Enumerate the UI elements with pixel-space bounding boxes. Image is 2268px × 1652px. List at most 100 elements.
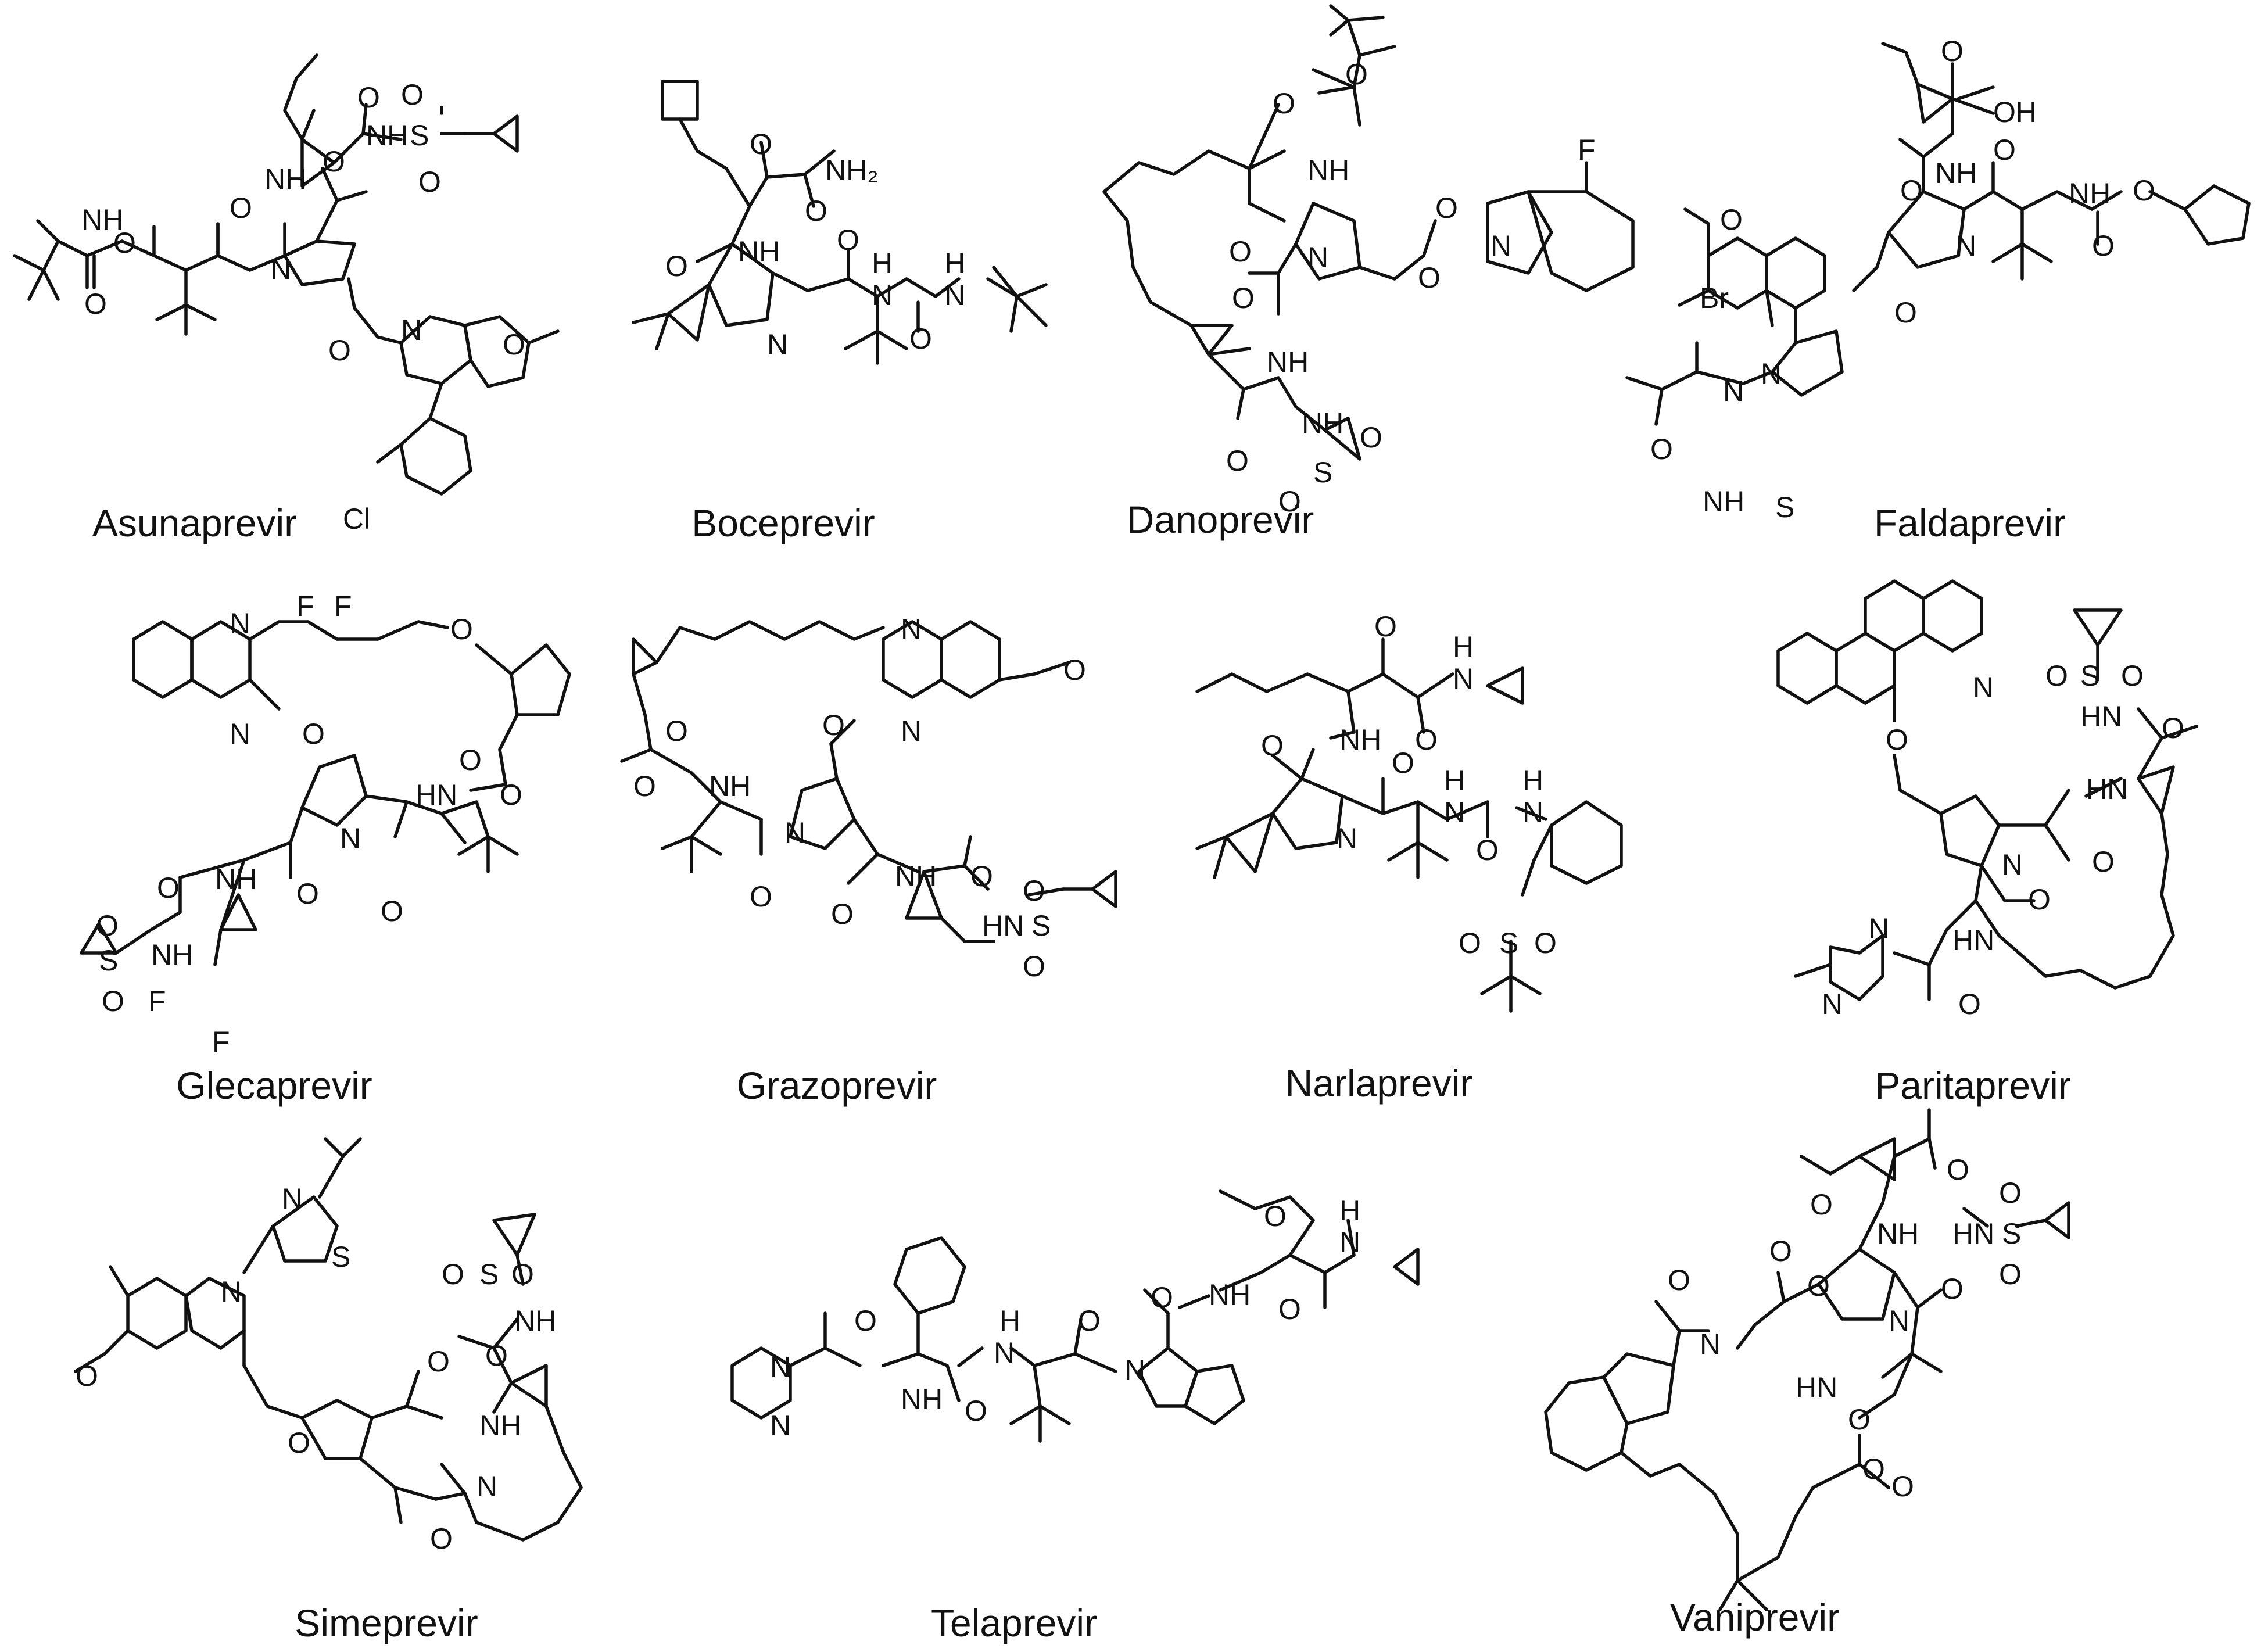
atom-label: O bbox=[1650, 433, 1673, 465]
atom-label: O bbox=[157, 872, 180, 904]
atom-label: O bbox=[1418, 261, 1441, 294]
atom-label: N bbox=[282, 1182, 303, 1215]
atom-label: H bbox=[872, 247, 893, 279]
atom-label: N bbox=[340, 822, 361, 855]
atom-label: O bbox=[2162, 712, 2184, 744]
caption-simeprevir: Simeprevir bbox=[295, 1601, 478, 1644]
atom-label: O bbox=[323, 145, 345, 178]
atom-label: N bbox=[1453, 662, 1474, 695]
atom-label: NH₂ bbox=[825, 154, 879, 187]
atom-label: S bbox=[1031, 909, 1051, 942]
atom-label: O bbox=[909, 322, 932, 355]
atom-label: S bbox=[2002, 1217, 2021, 1250]
atom-label: O bbox=[357, 81, 380, 114]
atom-label: HN bbox=[982, 909, 1024, 942]
atom-label: O bbox=[1958, 988, 1981, 1020]
atom-label: N bbox=[1889, 1305, 1909, 1337]
atom-label: N bbox=[1490, 230, 1511, 262]
atom-label: O bbox=[296, 877, 319, 910]
caption-paritaprevir: Paritaprevir bbox=[1875, 1064, 2071, 1107]
atom-label: O bbox=[665, 715, 688, 747]
atom-label: NH bbox=[215, 863, 257, 895]
atom-label: O bbox=[1278, 485, 1301, 518]
atom-label: N bbox=[1868, 912, 1889, 945]
atom-label: O bbox=[1947, 1153, 1969, 1186]
atom-label: O bbox=[831, 898, 854, 930]
atom-label: O bbox=[230, 192, 252, 224]
atom-label: HN bbox=[415, 779, 457, 811]
atom-label: S bbox=[1775, 491, 1794, 524]
atom-label: O bbox=[328, 334, 351, 367]
atom-label: O bbox=[76, 1360, 98, 1392]
atom-label: O bbox=[1668, 1264, 1690, 1296]
atom-label: O bbox=[854, 1305, 877, 1337]
atom-label: N bbox=[230, 718, 250, 750]
atom-label: O bbox=[965, 1395, 987, 1427]
atom-label: O bbox=[1900, 174, 1923, 207]
atom-label: N bbox=[1700, 1328, 1721, 1360]
atom-label: O bbox=[1264, 1200, 1287, 1232]
atom-label: O bbox=[401, 78, 424, 111]
atom-label: H bbox=[1522, 764, 1543, 797]
caption-vaniprevir: Vaniprevir bbox=[1669, 1596, 1840, 1639]
atom-label: H bbox=[999, 1305, 1020, 1337]
atom-label: O bbox=[459, 744, 482, 776]
atom-label: NH bbox=[1703, 485, 1744, 518]
atom-label: O bbox=[837, 224, 859, 256]
atom-label: NH bbox=[2069, 177, 2111, 210]
atom-label: O bbox=[1891, 1470, 1914, 1503]
atom-label: O bbox=[665, 250, 688, 282]
atom-label: O bbox=[1273, 87, 1295, 120]
atom-label: O bbox=[113, 227, 136, 259]
atom-label: NH bbox=[901, 1383, 943, 1416]
caption-asunaprevir: Asunaprevir bbox=[92, 501, 298, 544]
structure-paritaprevir bbox=[1776, 579, 2198, 1001]
atom-label: O bbox=[485, 1339, 508, 1372]
atom-label: O bbox=[1345, 58, 1368, 91]
atom-label: N bbox=[476, 1470, 497, 1503]
atom-label: O bbox=[1810, 1188, 1833, 1221]
atom-label: Cl bbox=[343, 503, 370, 535]
atom-label: H bbox=[1453, 630, 1474, 663]
atom-label: O bbox=[1360, 421, 1382, 454]
atom-label: O bbox=[1063, 654, 1086, 686]
atom-label: F bbox=[212, 1026, 230, 1058]
atom-label: S bbox=[410, 119, 429, 152]
atom-label: O bbox=[750, 128, 772, 160]
atom-label: N bbox=[1723, 375, 1744, 407]
atom-label: O bbox=[430, 1522, 453, 1555]
atom-label: NH bbox=[1935, 157, 1977, 189]
atom-label: N bbox=[1307, 241, 1328, 274]
atom-label: O bbox=[2121, 660, 2144, 692]
atom-label: N bbox=[401, 314, 422, 346]
atom-label: NH bbox=[895, 860, 937, 893]
atom-label: S bbox=[1313, 456, 1332, 489]
atom-label: NH bbox=[1267, 346, 1309, 378]
atom-label: N bbox=[901, 613, 922, 646]
atom-label: O bbox=[1476, 834, 1499, 866]
caption-boceprevir: Boceprevir bbox=[691, 501, 875, 544]
atom-label: N bbox=[1822, 988, 1843, 1020]
atom-label: N bbox=[1337, 822, 1357, 855]
atom-label: O bbox=[1807, 1270, 1830, 1302]
atom-label: H bbox=[944, 247, 965, 279]
atom-label: N bbox=[944, 279, 965, 311]
atom-label: HN bbox=[1952, 1217, 1994, 1250]
atom-label: NH bbox=[366, 119, 408, 152]
atom-label: NH bbox=[514, 1305, 556, 1337]
structure-danoprevir bbox=[1102, 4, 1635, 461]
atom-label: HN bbox=[1796, 1371, 1837, 1404]
atom-label: NH bbox=[1209, 1278, 1251, 1311]
atom-label: O bbox=[1392, 747, 1414, 779]
atom-label: O bbox=[2028, 883, 2051, 916]
atom-label: F bbox=[148, 985, 166, 1017]
structure-telaprevir bbox=[730, 1189, 1420, 1443]
atom-label: O bbox=[500, 779, 522, 811]
structure-faldaprevir bbox=[1625, 42, 2251, 426]
atom-label: O bbox=[750, 880, 772, 913]
atom-label: O bbox=[1023, 950, 1045, 983]
atom-label: O bbox=[1999, 1258, 2022, 1291]
atom-label: O bbox=[1078, 1305, 1101, 1337]
atom-label: O bbox=[1999, 1177, 2022, 1209]
